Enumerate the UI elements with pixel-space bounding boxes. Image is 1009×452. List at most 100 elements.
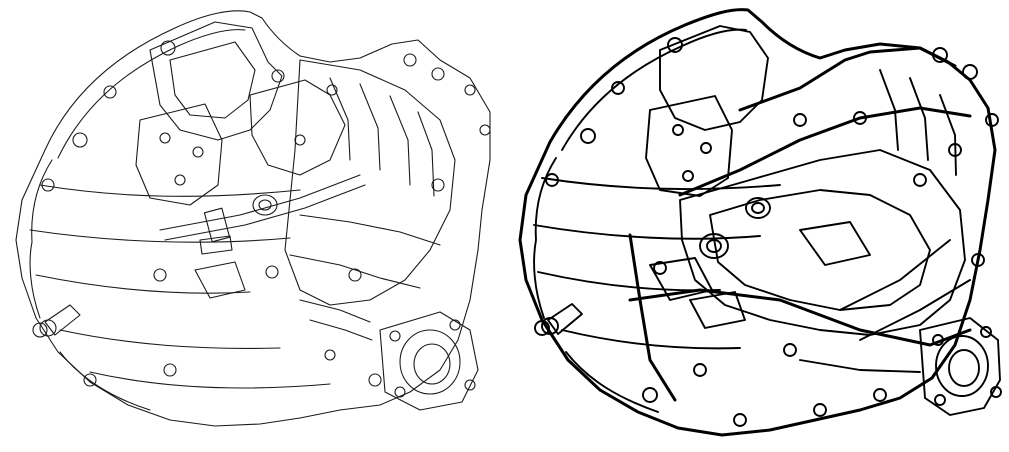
flange-bolt-1	[389, 330, 401, 342]
gearbox-bold-svg	[518, 8, 1002, 437]
selector-boss	[745, 197, 771, 219]
flange-bolt-1	[932, 334, 944, 346]
gearbox-thin-svg	[15, 10, 491, 427]
bell-bolt-3	[667, 37, 683, 53]
rear-bolt-1	[932, 47, 948, 63]
lower-bolt-4	[163, 363, 177, 377]
case-rib-4	[59, 329, 281, 349]
brace-2	[859, 279, 971, 341]
lower-bolt-1	[153, 268, 167, 282]
bell-bolt-5	[534, 320, 550, 336]
shift-rod	[159, 174, 361, 231]
rear-bolt-5	[913, 173, 927, 187]
upper-housing	[149, 21, 283, 141]
rear-bolt-6	[971, 253, 985, 267]
fin-3	[939, 94, 957, 176]
bell-bolt-6	[642, 387, 658, 403]
frame-rail-mid	[678, 106, 972, 197]
top-bolt-1	[271, 69, 285, 83]
sensor-base	[199, 235, 233, 255]
lower-bolt-2	[265, 265, 279, 279]
flange-bolt-3	[464, 379, 476, 391]
bell-bolt-3	[160, 40, 176, 56]
flange-bolt-2	[980, 326, 992, 338]
upper-housing	[659, 25, 769, 131]
shift-tower	[249, 79, 346, 176]
case-rib-5	[89, 371, 331, 389]
top-bolt-2	[326, 84, 338, 96]
brace-3	[799, 359, 921, 373]
fin-1	[329, 77, 351, 161]
lower-bolt-3	[348, 268, 362, 282]
selector-boss-inner	[258, 199, 272, 211]
mount-bolt-3	[682, 170, 694, 182]
rear-stiffener-2	[289, 254, 421, 289]
output-flange-ring	[935, 335, 989, 397]
output-flange-bore	[413, 343, 451, 385]
bell-bolt-1	[580, 128, 596, 144]
rear-stiffener	[299, 214, 441, 246]
bell-housing-inner	[29, 29, 246, 411]
breather-cap	[39, 319, 57, 337]
flange-bolt-4	[934, 394, 946, 406]
center-boss-inner	[706, 239, 722, 253]
gusset-1	[649, 257, 713, 301]
mount-bolt-3	[174, 174, 186, 186]
bell-bolt-2	[545, 173, 559, 187]
brace-1	[839, 239, 951, 311]
bell-bolt-5	[32, 322, 48, 338]
bell-housing-outline	[15, 10, 491, 427]
shift-rod-2	[164, 184, 366, 241]
lower-bolt-3	[873, 388, 887, 402]
bell-bolt-2	[41, 178, 55, 192]
top-bolt-8	[431, 178, 445, 192]
upper-housing-flange	[169, 41, 256, 119]
fin-2	[909, 77, 929, 161]
central-inner	[709, 189, 931, 311]
mount-plate	[645, 95, 733, 197]
bell-bolt-4	[103, 85, 117, 99]
lower-bolt-5	[324, 349, 336, 361]
fin-4	[417, 111, 435, 197]
gearbox-drawing-bold	[500, 0, 1005, 452]
rear-bolt-8	[793, 113, 807, 127]
flange-bolt-3	[990, 386, 1002, 398]
bell-housing-inner	[533, 28, 747, 413]
link-arm	[299, 299, 371, 323]
case-rib-2	[29, 229, 291, 243]
bell-bolt-7	[733, 413, 747, 427]
rear-case	[284, 59, 456, 306]
lower-bolt-2	[783, 343, 797, 357]
mount-bolt-2	[700, 142, 712, 154]
mount-plate	[135, 103, 223, 206]
lower-bolt-4	[653, 261, 667, 275]
rear-bolt-2	[962, 64, 978, 80]
top-bolt-3	[403, 53, 417, 67]
central-case	[679, 149, 966, 336]
bell-housing-outline	[518, 8, 997, 437]
fin-3	[389, 95, 411, 186]
top-bolt-7	[294, 134, 306, 146]
speed-sensor	[203, 207, 231, 243]
bell-bolt-6	[83, 373, 97, 387]
case-rib-1	[541, 177, 781, 190]
link-arm-2	[309, 319, 373, 341]
center-boss	[699, 233, 729, 259]
case-rib-3	[35, 274, 251, 294]
mount-bolt-2	[192, 146, 204, 158]
flange-bolt-2	[449, 319, 461, 331]
breather-fitting	[547, 303, 583, 335]
rear-bolt-7	[853, 111, 867, 125]
frame-rail-low	[628, 288, 972, 347]
selector-boss-inner	[751, 202, 765, 214]
fin-1	[879, 69, 899, 151]
frame-rail-top	[738, 46, 957, 112]
bell-bolt-4	[611, 81, 625, 95]
case-rib-1	[39, 184, 301, 197]
case-rib-2	[533, 224, 761, 240]
mount-bolt-1	[672, 124, 684, 136]
lower-bolt-1	[693, 363, 707, 377]
output-flange-bore	[948, 349, 980, 387]
gusset-2	[689, 291, 746, 329]
